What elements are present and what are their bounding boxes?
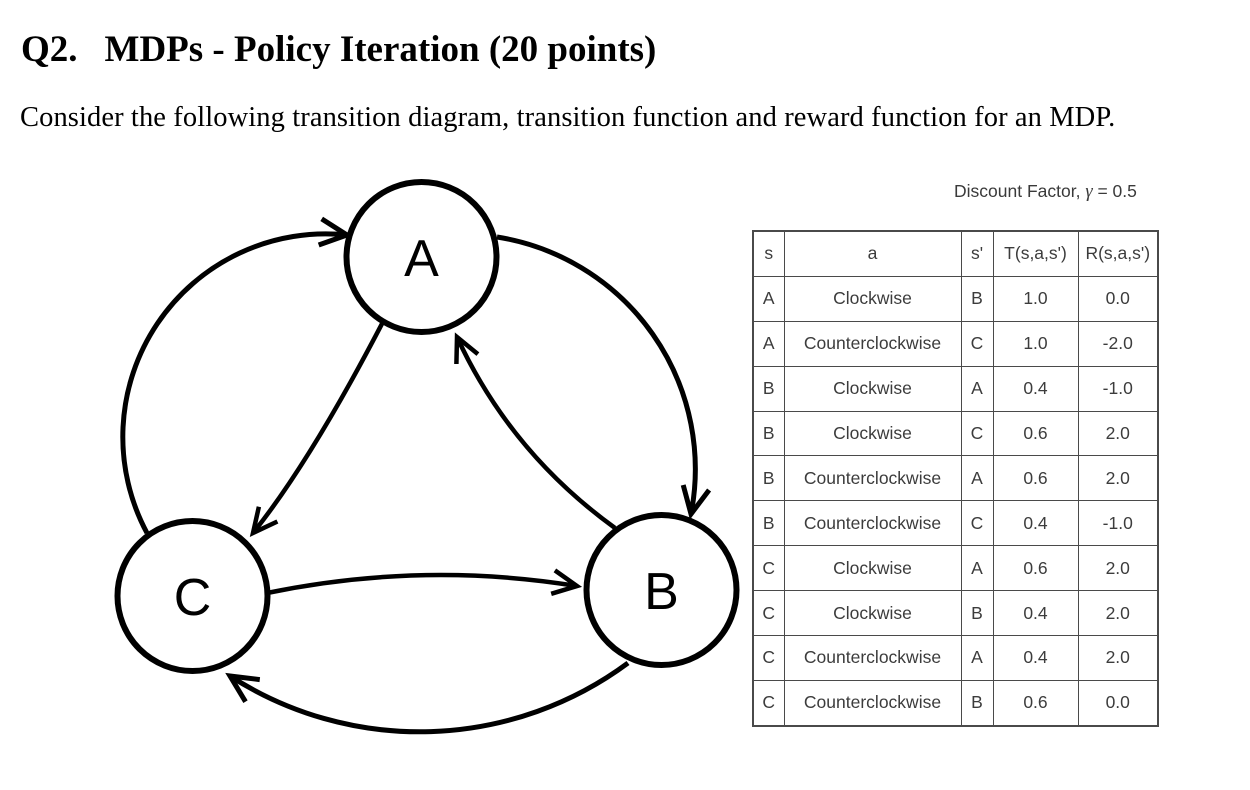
arrowhead-b-to-c <box>225 672 261 703</box>
table-cell: -1.0 <box>1077 500 1159 547</box>
column-header: T(s,a,s') <box>992 230 1079 277</box>
table-cell: C <box>752 635 785 681</box>
table-cell: B <box>752 365 785 412</box>
edge-b-to-a <box>454 336 617 530</box>
table-cell: 0.6 <box>992 545 1079 592</box>
page-title: Q2. MDPs - Policy Iteration (20 points) <box>21 28 656 71</box>
table-cell: 2.0 <box>1077 455 1159 502</box>
table-cell: Counterclockwise <box>783 635 962 681</box>
state-label-b: B <box>644 563 679 621</box>
discount-factor-label: Discount Factor, γ = 0.5 <box>954 181 1137 203</box>
table-cell: C <box>752 590 785 637</box>
column-header: s <box>752 230 785 277</box>
table-cell: 2.0 <box>1077 410 1159 457</box>
discount-factor-prefix: Discount Factor, <box>954 181 1086 201</box>
question-title-text: MDPs - Policy Iteration (20 points) <box>104 29 657 70</box>
table-cell: C <box>960 410 994 457</box>
arrowhead-a-to-c <box>249 506 279 537</box>
discount-factor-value: = 0.5 <box>1092 181 1137 201</box>
table-cell: A <box>960 635 994 681</box>
table-cell: Clockwise <box>783 410 962 457</box>
table-cell: C <box>960 500 994 547</box>
table-cell: Counterclockwise <box>783 679 962 727</box>
table-cell: 0.0 <box>1077 275 1159 322</box>
table-cell: 2.0 <box>1077 590 1159 637</box>
arrowhead-a-to-b <box>680 484 712 520</box>
table-cell: 0.6 <box>992 410 1079 457</box>
state-label-a: A <box>404 230 439 288</box>
table-cell: 0.6 <box>992 679 1079 727</box>
table-cell: A <box>960 545 994 592</box>
edge-c-to-a <box>120 231 348 535</box>
table-cell: Clockwise <box>783 365 962 412</box>
table-cell: 2.0 <box>1077 545 1159 592</box>
state-node-c <box>114 518 271 674</box>
question-number: Q2. <box>21 29 78 70</box>
table-cell: A <box>960 365 994 412</box>
table-cell: A <box>752 320 785 367</box>
table-cell: -1.0 <box>1077 365 1159 412</box>
table-cell: A <box>960 455 994 502</box>
table-cell: Clockwise <box>783 275 962 322</box>
table-cell: 0.4 <box>992 590 1079 637</box>
state-label-c: C <box>174 569 212 627</box>
edge-a-to-b <box>496 234 698 515</box>
table-cell: A <box>752 275 785 322</box>
arrowhead-c-to-b <box>550 568 583 596</box>
edge-b-to-c <box>228 660 630 735</box>
table-cell: 0.0 <box>1077 679 1159 727</box>
table-cell: C <box>752 545 785 592</box>
table-cell: Counterclockwise <box>783 500 962 547</box>
table-cell: 0.4 <box>992 500 1079 547</box>
table-cell: B <box>752 410 785 457</box>
table-cell: C <box>960 320 994 367</box>
column-header: s' <box>960 230 994 277</box>
table-cell: Counterclockwise <box>783 455 962 502</box>
table-cell: Counterclockwise <box>783 320 962 367</box>
intro-paragraph: Consider the following transition diagra… <box>20 102 1116 133</box>
state-node-a <box>343 179 500 335</box>
table-cell: C <box>752 679 785 727</box>
table-cell: 0.4 <box>992 365 1079 412</box>
table-cell: 2.0 <box>1077 635 1159 681</box>
gamma-symbol: γ <box>1085 182 1093 202</box>
column-header: R(s,a,s') <box>1077 230 1159 277</box>
table-cell: B <box>960 679 994 727</box>
table-cell: Clockwise <box>783 545 962 592</box>
table-cell: 1.0 <box>992 320 1079 367</box>
state-node-b <box>583 512 740 668</box>
table-cell: 0.6 <box>992 455 1079 502</box>
table-cell: 0.4 <box>992 635 1079 681</box>
table-cell: B <box>752 500 785 547</box>
table-cell: 1.0 <box>992 275 1079 322</box>
column-header: a <box>783 230 962 277</box>
arrowhead-b-to-a <box>454 332 480 365</box>
table-cell: B <box>960 590 994 637</box>
edge-a-to-c <box>251 321 385 535</box>
table-cell: B <box>752 455 785 502</box>
table-cell: Clockwise <box>783 590 962 637</box>
edge-c-to-b <box>266 572 578 596</box>
table-cell: B <box>960 275 994 322</box>
table-cell: -2.0 <box>1077 320 1159 367</box>
